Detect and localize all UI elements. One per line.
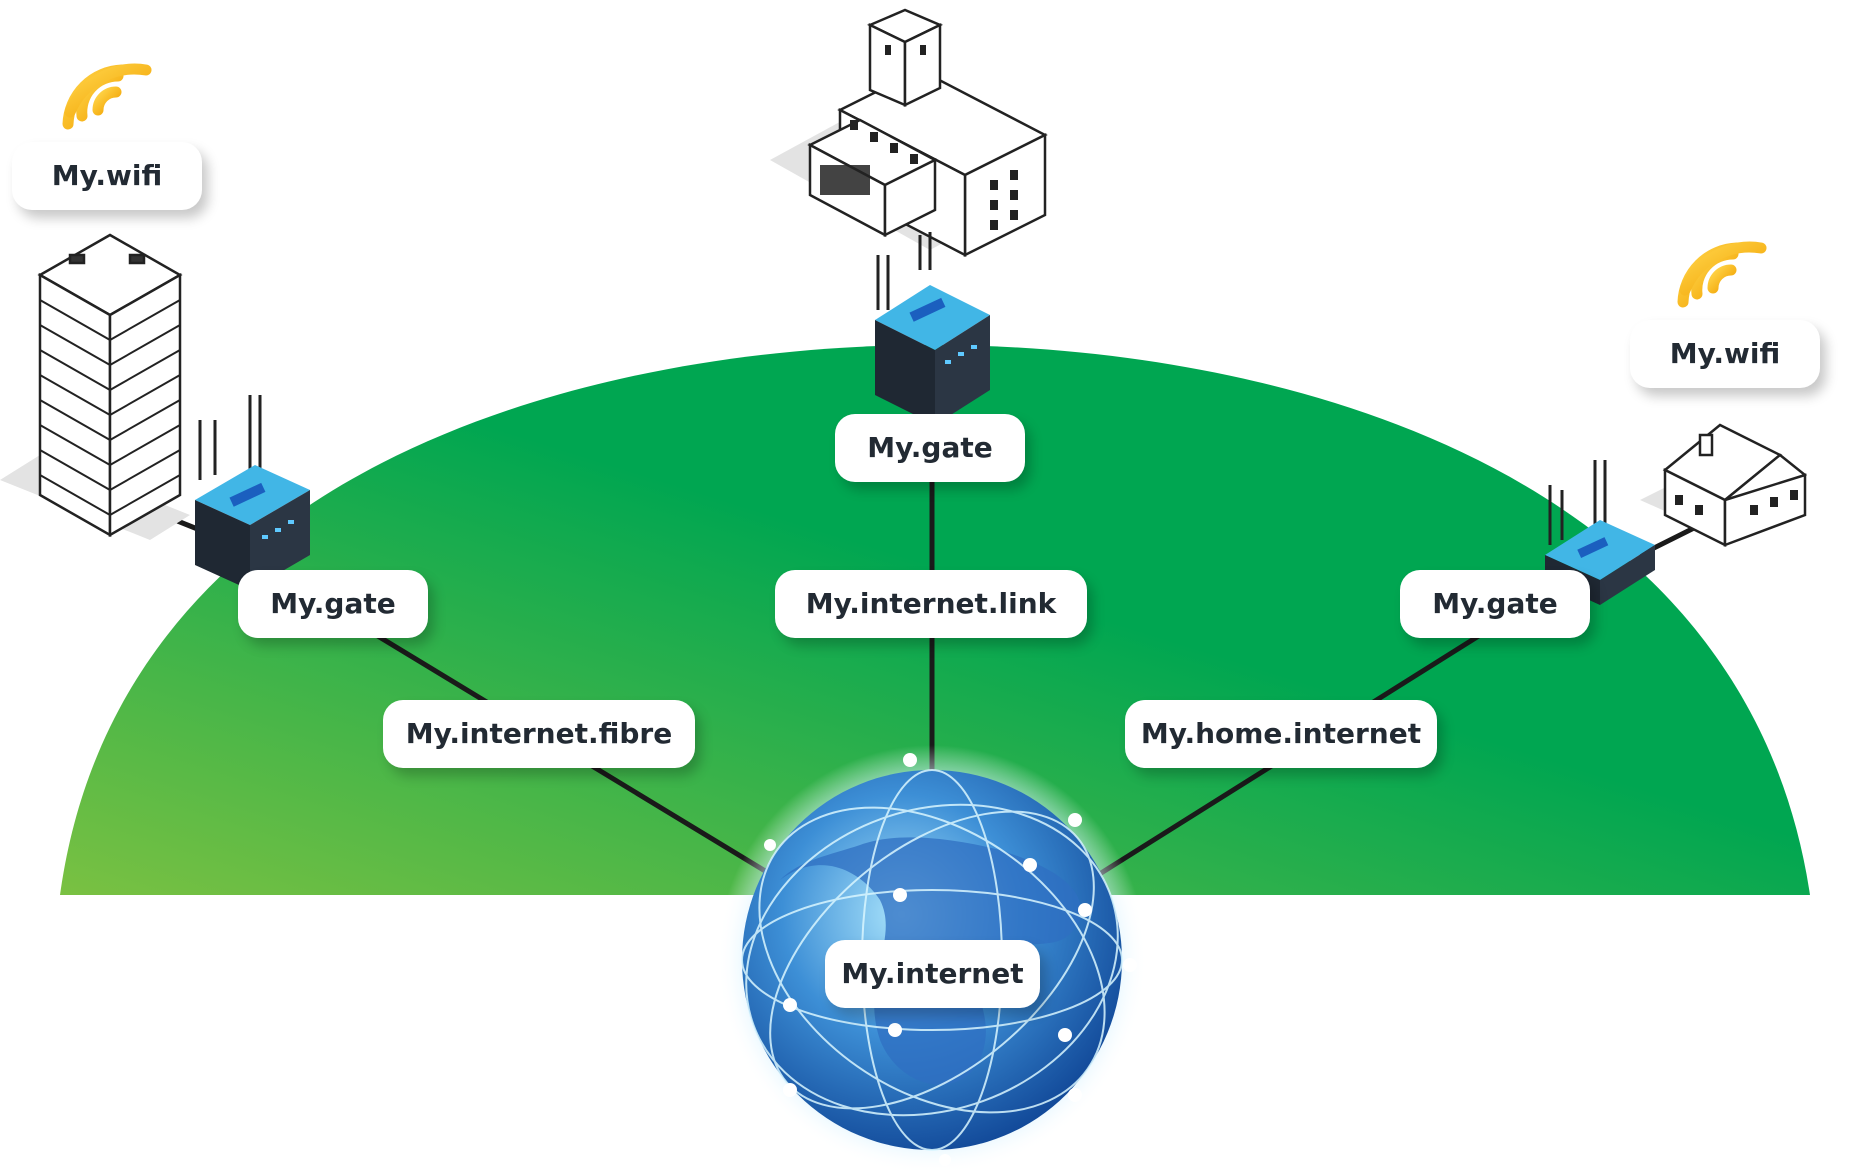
core-label: My.internet bbox=[825, 940, 1040, 1008]
router-left bbox=[195, 395, 310, 590]
gate-right-label: My.gate bbox=[1400, 570, 1590, 638]
wifi-left-label: My.wifi bbox=[12, 142, 202, 210]
wifi-left-icon bbox=[62, 63, 152, 130]
office-tower-icon bbox=[0, 233, 190, 540]
factory-icon bbox=[770, 8, 1048, 270]
gate-left-label: My.gate bbox=[238, 570, 428, 638]
wifi-right-label: My.wifi bbox=[1630, 320, 1820, 388]
link-center-label: My.internet.link bbox=[775, 570, 1087, 638]
house-icon bbox=[1640, 423, 1807, 548]
wifi-right-icon bbox=[1677, 241, 1767, 308]
router-center bbox=[875, 255, 990, 425]
link-left-label: My.internet.fibre bbox=[383, 700, 695, 768]
gate-center-label: My.gate bbox=[835, 414, 1025, 482]
link-right-label: My.home.internet bbox=[1125, 700, 1437, 768]
